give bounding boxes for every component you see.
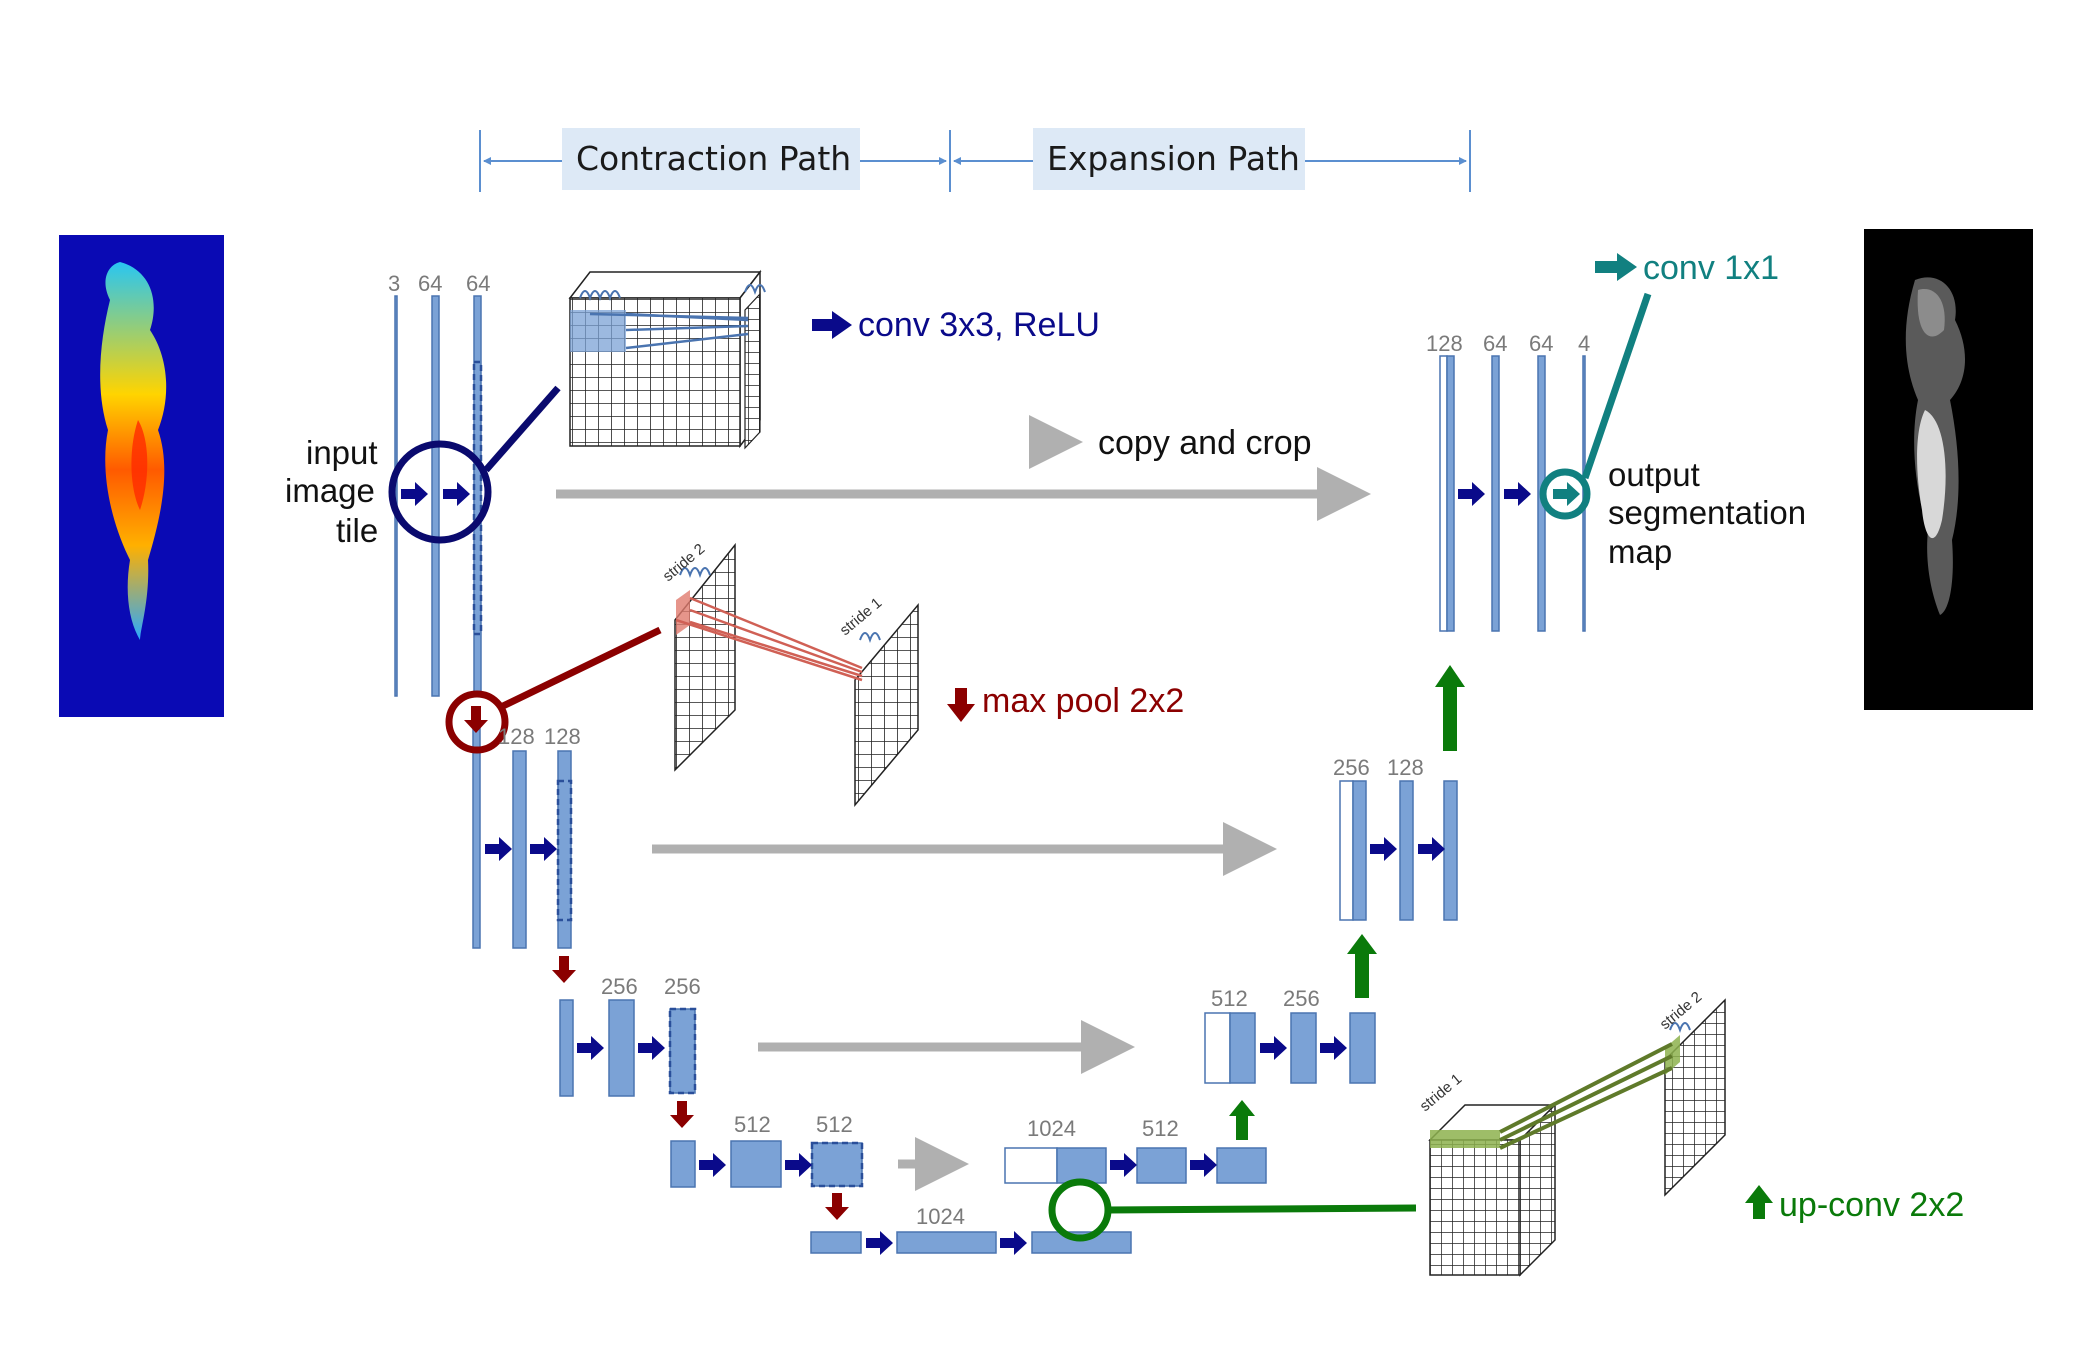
channel-label: 256: [1283, 986, 1320, 1011]
channel-label: 128: [544, 724, 581, 749]
pool-arrows: [464, 688, 975, 1220]
fmap-l5-in: [810, 1231, 862, 1254]
fmap-l1-64a: [431, 295, 440, 697]
upconv-arrows: [1229, 665, 1773, 1219]
fmap-u4-512a: [1136, 1147, 1187, 1184]
fmap-l3-in: [559, 999, 574, 1097]
channel-label: 1024: [916, 1204, 965, 1229]
fmap-l2-128a: [512, 750, 527, 949]
channel-label: 64: [466, 271, 491, 296]
fmap-u3-copy: [1204, 1012, 1231, 1084]
legend-conv1x1-label: conv 1x1: [1643, 249, 1780, 287]
fmap-u2-up: [1352, 780, 1367, 921]
fmap-l4-512a: [730, 1140, 782, 1188]
conv-arrows: [401, 311, 1531, 1255]
fmap-u3-256a: [1290, 1012, 1317, 1084]
stride2-label-pool: stride 2: [660, 540, 709, 585]
fmap-l5-1024b: [1031, 1231, 1132, 1254]
channel-label: 512: [1211, 986, 1248, 1011]
fmap-u1-64a: [1491, 355, 1500, 632]
legend-upconv-label: up-conv 2x2: [1779, 1186, 1965, 1224]
pool-legend-arrow: [947, 688, 975, 722]
expansion-path-label: Expansion Path: [1047, 139, 1300, 178]
fmap-l3-256a: [608, 999, 635, 1097]
fmap-u4-512b: [1216, 1147, 1267, 1184]
feature-maps: [394, 295, 1586, 1254]
fmap-l3-256b: [669, 1008, 696, 1094]
pool-highlight: [445, 626, 662, 754]
channel-label: 512: [734, 1112, 771, 1137]
conv-highlight: [388, 385, 561, 544]
legend-conv-label: conv 3x3, ReLU: [858, 306, 1100, 344]
stride1-label-upconv: stride 1: [1417, 1070, 1466, 1115]
fmap-u4-up: [1056, 1147, 1107, 1184]
channel-label: 128: [498, 724, 535, 749]
fmap-u2-128b: [1443, 780, 1458, 921]
channel-label: 64: [418, 271, 443, 296]
channel-label: 256: [1333, 755, 1370, 780]
output-label-line1: output: [1608, 456, 1700, 493]
fmap-u3-256b: [1349, 1012, 1376, 1084]
legend-pool-label: max pool 2x2: [982, 682, 1185, 720]
fmap-u3-up: [1229, 1012, 1256, 1084]
conv-legend-arrow: [812, 311, 852, 339]
channel-label: 256: [601, 974, 638, 999]
fmap-u4-copy: [1004, 1147, 1058, 1184]
input-image: [59, 235, 224, 717]
fmap-l4-in: [670, 1140, 696, 1188]
legend-copy-label: copy and crop: [1098, 424, 1312, 462]
pool-kernel-illustration: [674, 542, 919, 808]
channel-label: 128: [1426, 331, 1463, 356]
channel-label: 256: [664, 974, 701, 999]
input-label-line1: input: [306, 434, 378, 471]
copy-arrows: [556, 415, 1371, 1191]
fmap-u1-up: [1446, 355, 1455, 632]
output-label-line2: segmentation: [1608, 494, 1807, 531]
channel-label: 64: [1483, 331, 1508, 356]
channel-label: 64: [1529, 331, 1554, 356]
channel-label: 512: [1142, 1116, 1179, 1141]
fmap-u2-copy: [1339, 780, 1354, 921]
fmap-l4-512b: [811, 1142, 863, 1187]
fmap-l5-1024a: [896, 1231, 997, 1254]
channel-label: 4: [1578, 331, 1591, 356]
channel-label: 128: [1387, 755, 1424, 780]
upconv-highlight: [1048, 1178, 1417, 1242]
crop-outlines: [472, 360, 864, 1188]
conv1x1-arrows: [1553, 253, 1637, 506]
fmap-u2-128a: [1399, 780, 1414, 921]
input-label-line3: tile: [336, 512, 379, 549]
input-label-line2: image: [285, 472, 375, 509]
conv1x1-legend-arrow: [1595, 253, 1637, 281]
conv1x1-highlight: [1539, 292, 1652, 520]
channel-label: 512: [816, 1112, 853, 1137]
path-header-brackets: [479, 128, 1471, 192]
output-label-line3: map: [1608, 533, 1673, 570]
conv-kernel-illustration: [568, 269, 766, 450]
stride1-label-pool: stride 1: [837, 594, 886, 639]
output-segmentation-image: [1864, 229, 2033, 710]
channel-label: 3: [388, 271, 401, 296]
upconv-legend-arrow: [1745, 1185, 1773, 1219]
upconv-kernel-illustration: [1428, 998, 1726, 1277]
channel-label: 1024: [1027, 1116, 1076, 1141]
fmap-u1-copy: [1439, 355, 1448, 632]
contraction-path-label: Contraction Path: [576, 139, 852, 178]
